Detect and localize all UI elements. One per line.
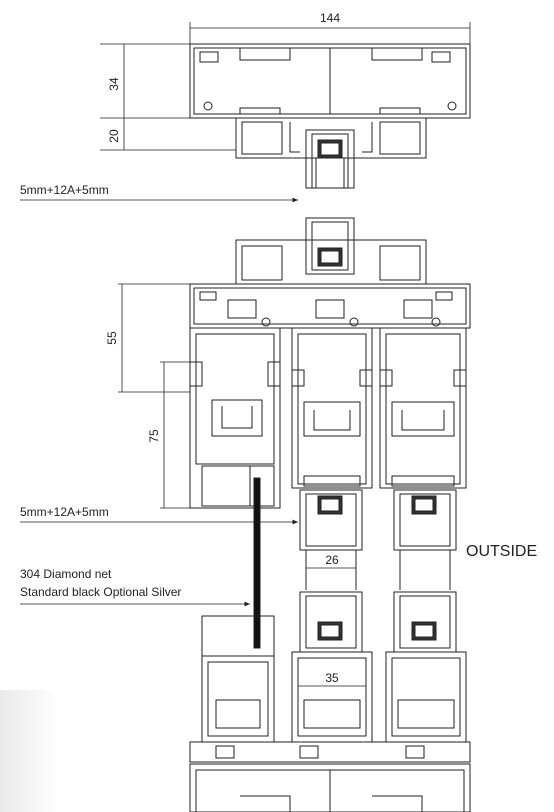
lower-glass-units	[299, 591, 457, 653]
main-frame-profile	[189, 283, 471, 329]
mid-glass-unit	[235, 217, 427, 285]
dim-top-frame-height: 34	[107, 77, 121, 91]
glass-spec-top-label: 5mm+12A+5mm	[20, 183, 109, 197]
dim-sash-width: 35	[325, 671, 339, 685]
left-sash-column	[189, 327, 281, 509]
leader-lines	[20, 197, 298, 607]
top-frame-profile	[189, 43, 471, 119]
top-sash-profile	[235, 117, 427, 189]
dim-glass-width: 26	[325, 553, 339, 567]
dim-mid-height: 75	[147, 429, 161, 443]
lower-right-sash	[385, 651, 467, 743]
center-sash-column	[291, 327, 373, 489]
dimension-lines	[100, 22, 471, 687]
background-shade	[0, 690, 60, 812]
right-glass-unit	[393, 489, 457, 590]
bottom-frame-profile	[189, 741, 471, 812]
dim-overall-width: 144	[320, 11, 340, 25]
lower-left-sash	[201, 615, 275, 743]
dim-frame-depth: 55	[105, 331, 119, 345]
right-sash-column	[379, 327, 467, 489]
center-glass-unit	[299, 489, 363, 590]
net-label-line-1: 304 Diamond net	[20, 567, 112, 581]
net-label-line-2: Standard black Optional Silver	[20, 585, 181, 599]
glass-spec-mid-label: 5mm+12A+5mm	[20, 505, 109, 519]
lower-center-sash	[291, 651, 373, 743]
diamond-net	[253, 477, 261, 649]
dim-sash-depth: 20	[107, 129, 121, 143]
outside-label: OUTSIDE	[466, 543, 537, 560]
top-glass-seal	[315, 139, 345, 188]
